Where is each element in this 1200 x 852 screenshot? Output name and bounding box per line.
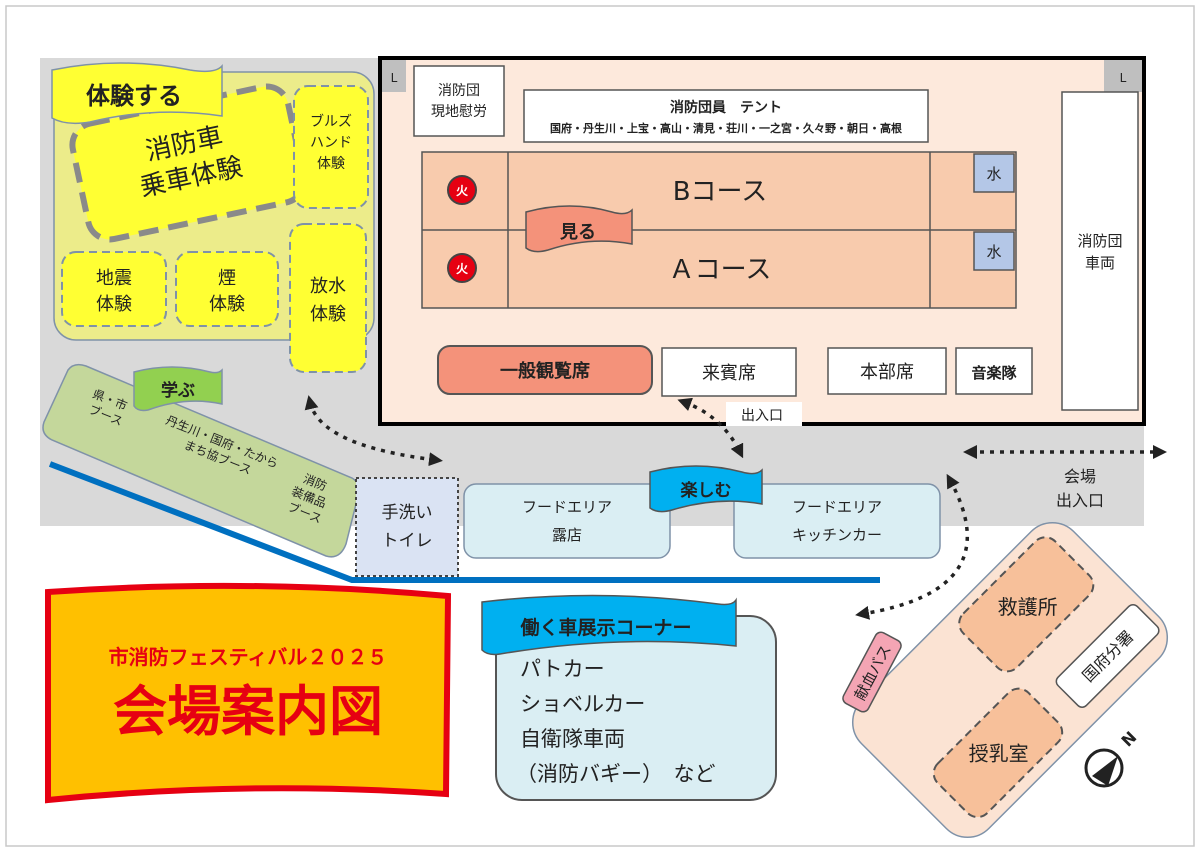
course-b-label: Bコース [673,177,768,207]
watch-label-flag: 見る [525,205,633,253]
svg-text:ハンド: ハンド [310,135,352,151]
fire-marker-b: 火 [447,175,477,205]
water-marker-b: 水 [973,153,1015,193]
svg-text:体験: 体験 [96,294,132,315]
svg-text:（消防バギー） など: （消防バギー） など [516,762,716,786]
arrow-learn-to-field [304,395,443,467]
course-grid [421,151,1017,309]
fire-marker-a: 火 [447,253,477,283]
field-entrance-label: 出入口 [741,408,783,424]
nursing-room: 授乳室 [932,687,1064,819]
svg-text:一般観覧席: 一般観覧席 [500,360,590,382]
north-compass: N [1084,727,1140,788]
svg-text:水: 水 [986,243,1001,261]
field-corner-left [382,60,406,92]
course-a-label: Ａコース [669,255,772,285]
svg-text:音楽隊: 音楽隊 [971,364,1017,382]
vehicle-label: 働く車展示コーナー [519,616,691,639]
venue-entrance-line1: 会場 [1064,467,1096,486]
road-line [48,461,880,583]
svg-text:煙: 煙 [218,268,236,289]
fire-brigade-tent-box: 消防団員 テント 国府・丹生川・上宝・高山・清見・荘川・一之宮・久々野・朝日・高… [523,89,929,143]
svg-text:救護所: 救護所 [998,595,1058,619]
svg-text:放水: 放水 [310,276,346,297]
first-aid-room: 救護所 [958,536,1095,673]
bulls-hand-booth: ブルズ ハンド 体験 [293,85,369,209]
svg-text:消防団: 消防団 [1077,232,1122,250]
band-seats: 音楽隊 [955,347,1033,395]
vehicle-label-flag: 働く車展示コーナー [481,594,737,656]
food-stalls-box: フードエリア 露店 [463,483,671,559]
earthquake-booth: 地震 体験 [61,251,167,327]
festival-subtitle: 市消防フェスティバル２０２５ [109,645,388,669]
svg-text:来賓席: 来賓席 [702,363,756,384]
svg-text:露店: 露店 [552,526,582,544]
fire-station-building: 救護所 授乳室 国府分署 [851,521,1169,839]
fire-truck-ride-booth: 消防車 乗車体験 [69,83,307,243]
water-marker-a: 水 [973,231,1015,271]
map-main-title: 会場案内図 [113,680,383,743]
svg-text:火: 火 [456,262,469,276]
corner-mark-right: L [1120,71,1127,85]
svg-text:水: 水 [986,165,1001,183]
learn-label: 学ぶ [161,380,195,401]
learn-area: 県・市 ブース 丹生川・国府・たから まち協ブース 消防 装備品 ブース [42,363,360,558]
corner-mark-left: L [391,71,398,85]
svg-text:車両: 車両 [1085,254,1115,272]
general-seats: 一般観覧席 [437,345,653,395]
experience-label-flag: 体験する [51,62,223,125]
enjoy-label: 楽しむ [681,480,732,501]
svg-text:ブルズ: ブルズ [310,113,352,130]
field-corner-right [1104,60,1142,92]
enjoy-label-flag: 楽しむ [649,465,763,513]
arrow-to-building [855,473,969,620]
svg-text:パトカー: パトカー [520,657,605,681]
title-banner: 市消防フェスティバル２０２５ 会場案内図 [45,582,452,804]
venue-entrance-line2: 出入口 [1056,491,1104,510]
svg-text:現地慰労: 現地慰労 [431,103,487,120]
svg-text:手洗い: 手洗い [382,503,433,523]
svg-text:自衛隊車両: 自衛隊車両 [520,727,625,751]
tent-members: 国府・丹生川・上宝・高山・清見・荘川・一之宮・久々野・朝日・高根 [550,121,903,135]
svg-text:ショベルカー: ショベルカー [520,692,645,716]
svg-text:火: 火 [456,184,469,198]
svg-text:フードエリア: フードエリア [522,498,612,516]
guest-seats: 来賓席 [661,347,797,397]
fire-brigade-rest-box: 消防団 現地慰労 [413,65,505,137]
smoke-booth: 煙 体験 [175,251,279,327]
svg-text:授乳室: 授乳室 [969,742,1029,766]
svg-text:トイレ: トイレ [382,531,433,551]
svg-text:地震: 地震 [96,268,132,289]
hq-seats: 本部席 [827,347,947,395]
watch-label: 見る [559,222,596,243]
fire-brigade-vehicle-box: 消防団 車両 [1061,91,1139,411]
experience-label: 体験する [86,82,182,110]
learn-label-flag: 学ぶ [133,366,223,412]
svg-text:キッチンカー: キッチンカー [792,526,882,544]
vehicle-display-box: パトカー ショベルカー 自衛隊車両 （消防バギー） など [495,615,777,801]
food-trucks-box: フードエリア キッチンカー [733,483,941,559]
tent-title: 消防団員 テント [670,99,782,116]
wash-toilet-box: 手洗い トイレ [355,477,459,577]
svg-text:体験: 体験 [209,294,245,315]
svg-text:フードエリア: フードエリア [792,498,882,516]
svg-text:本部席: 本部席 [860,362,914,383]
svg-text:消防団: 消防団 [438,83,480,99]
water-discharge-booth: 放水 体験 [289,223,367,373]
svg-text:体験: 体験 [317,156,345,172]
svg-text:体験: 体験 [310,304,346,325]
